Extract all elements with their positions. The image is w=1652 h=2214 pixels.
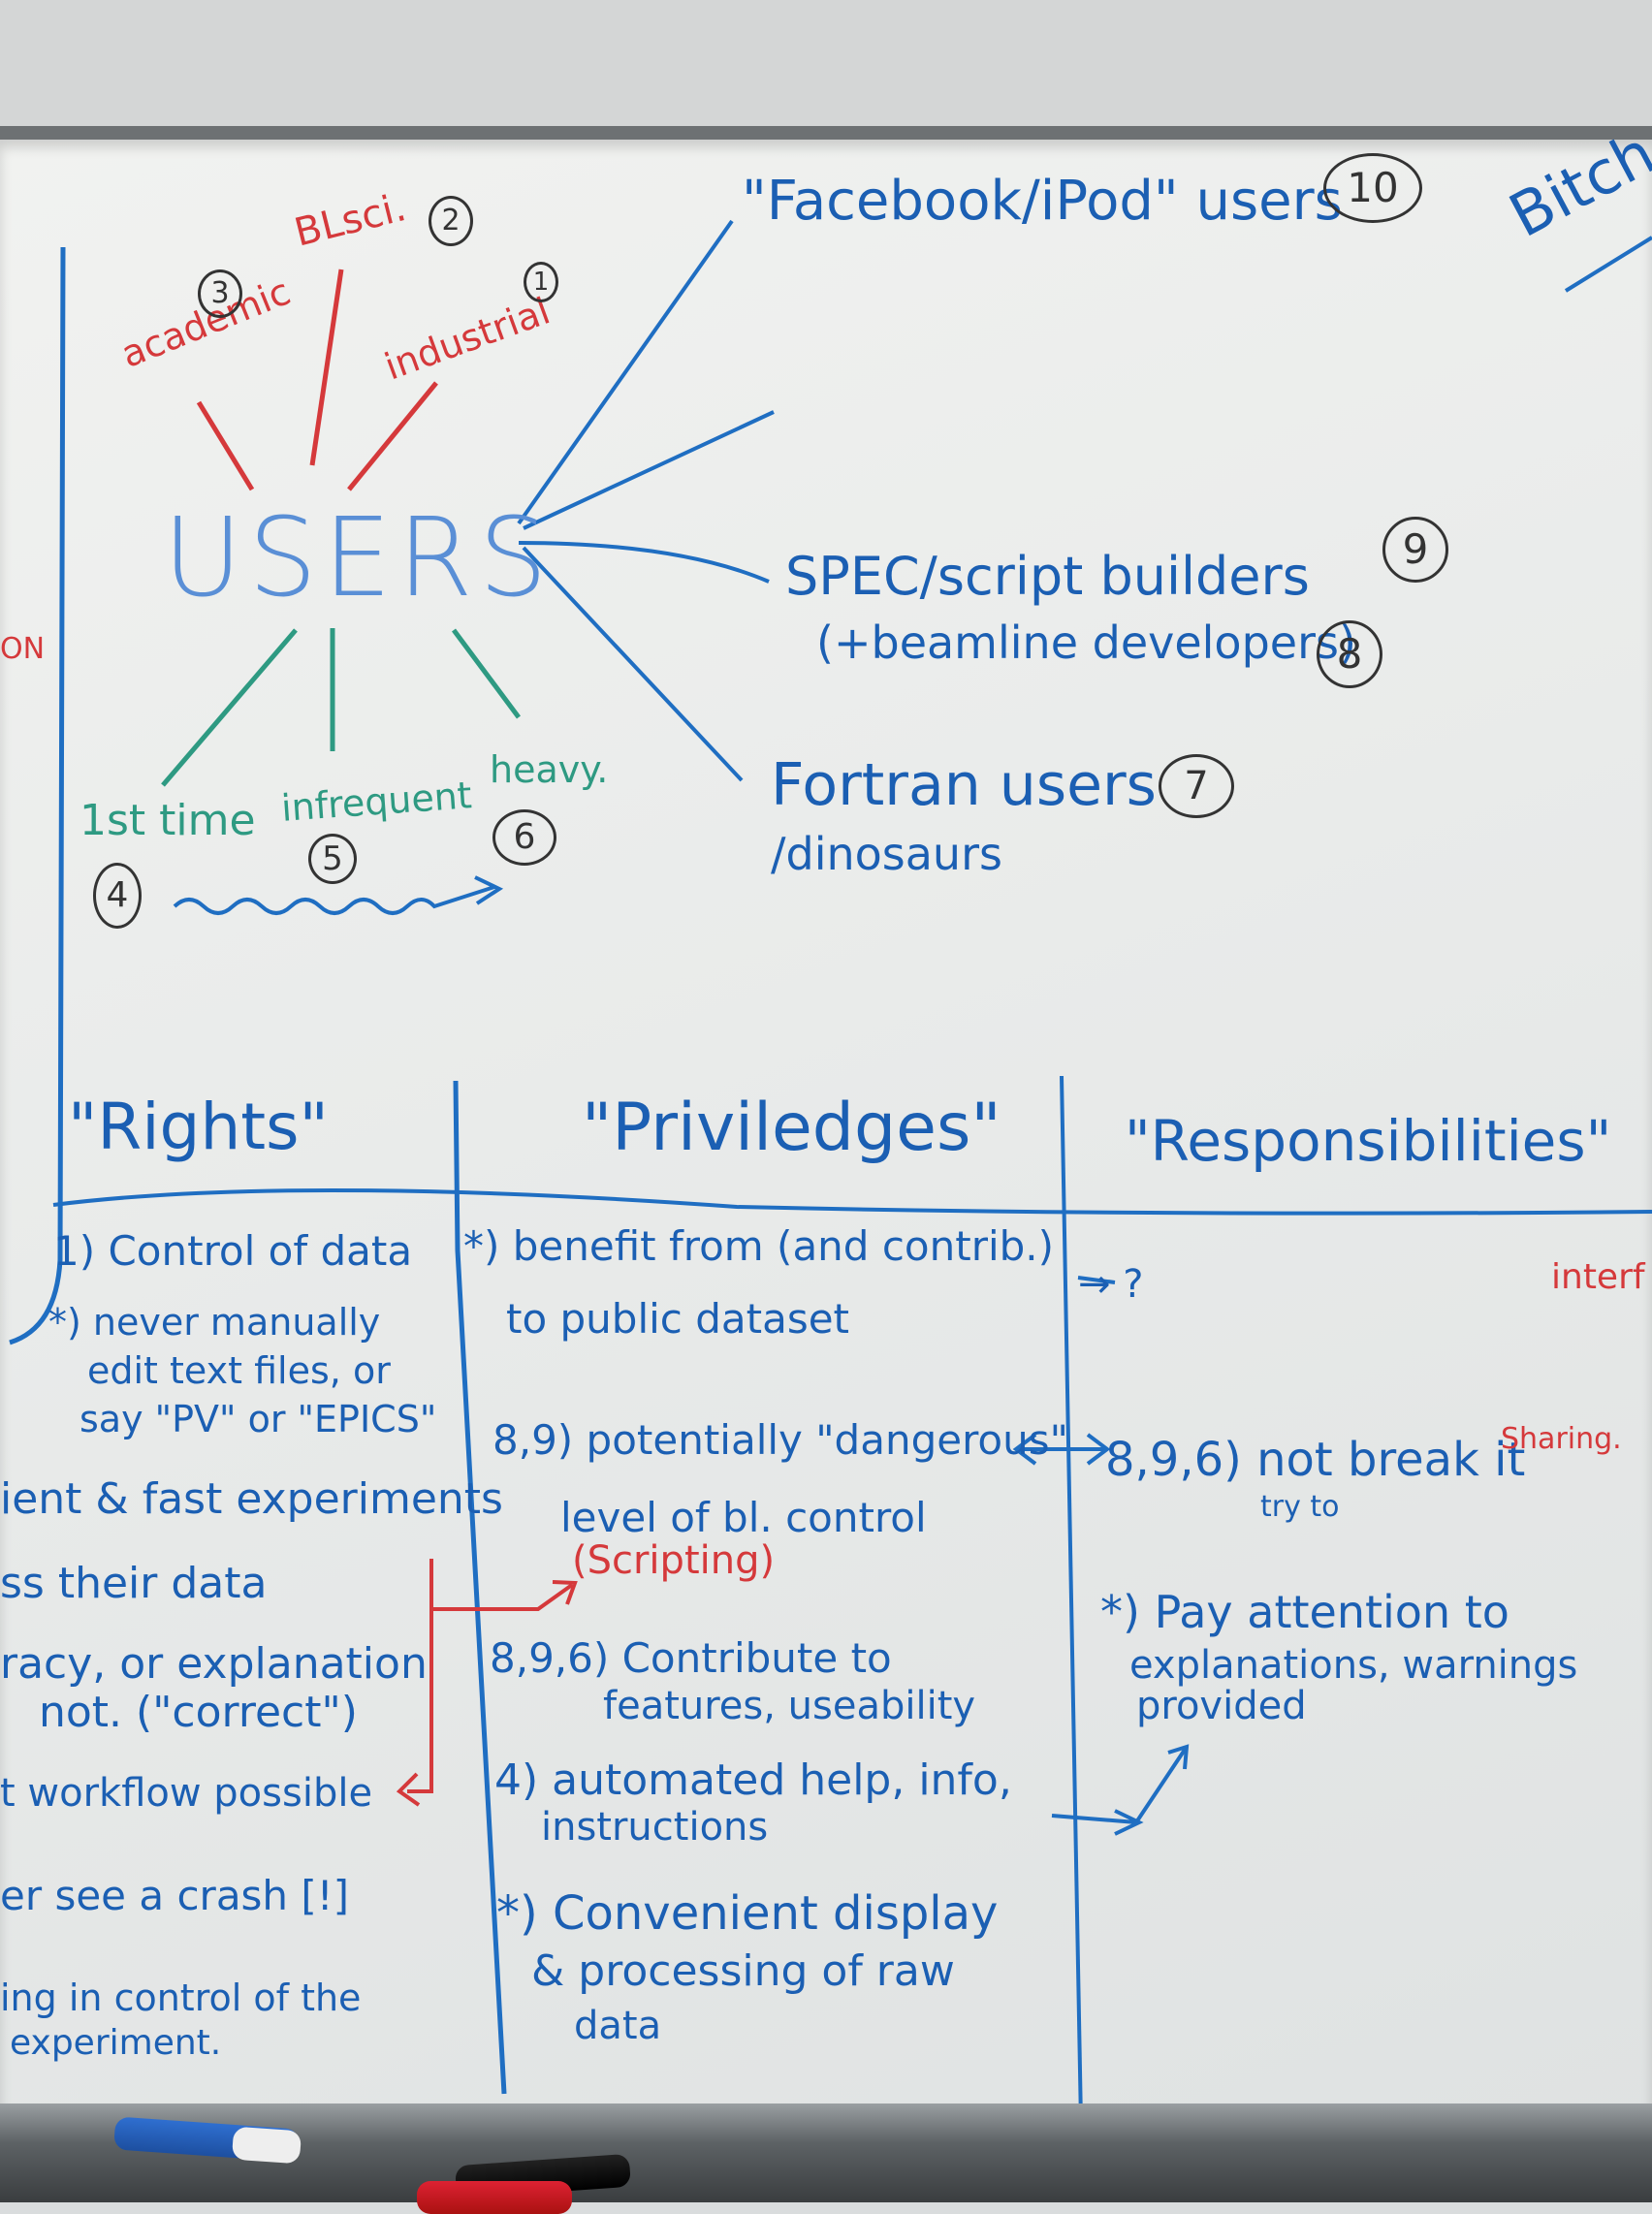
- green-spoke-first: [161, 628, 298, 787]
- rights-item-12: experiment.: [10, 2023, 222, 2063]
- privileges-item-9: *) Convenient display: [496, 1886, 999, 1941]
- red-spoke-industrial: [347, 381, 438, 491]
- blue-spoke-spec: [518, 541, 770, 584]
- header-rights: "Rights": [68, 1090, 329, 1164]
- rights-item-1: 1) Control of data: [53, 1227, 413, 1275]
- responsibilities-question: → ?: [1078, 1262, 1144, 1307]
- blue-label-spec: SPEC/script builders: [785, 546, 1310, 607]
- wavy-arrow: [173, 885, 495, 915]
- green-label-first-time: 1st time: [79, 796, 256, 845]
- header-responsibilities: "Responsibilities": [1125, 1108, 1612, 1174]
- whiteboard: [0, 126, 1652, 2136]
- blue-label-facebook: "Facebook/iPod" users: [742, 170, 1343, 233]
- circled-number-3: 3: [198, 269, 242, 318]
- responsibilities-item-4: provided: [1136, 1684, 1307, 1728]
- green-label-heavy: heavy.: [490, 748, 609, 791]
- blue-spoke-fortran: [522, 546, 744, 782]
- edge-text-interf: interf: [1551, 1257, 1645, 1297]
- blue-label-beamline: (+beamline developers): [816, 617, 1356, 669]
- rights-item-8: not. ("correct"): [39, 1688, 358, 1737]
- privileges-item-2: to public dataset: [506, 1295, 850, 1343]
- left-border-line: [9, 246, 66, 1345]
- privileges-item-scripting: (Scripting): [572, 1538, 776, 1583]
- side-label-left: ON: [0, 632, 46, 666]
- rights-item-11: ing in control of the: [0, 1977, 362, 2019]
- green-spoke-heavy: [451, 628, 522, 719]
- responsibilities-item-1: 8,9,6) not break it: [1105, 1433, 1526, 1487]
- red-marker: [417, 2181, 572, 2214]
- table-header-rule: [52, 1187, 1652, 1216]
- privileges-item-4: level of bl. control: [560, 1494, 927, 1541]
- privileges-item-8: instructions: [541, 1805, 769, 1850]
- circled-number-5: 5: [308, 834, 357, 884]
- circled-number-1: 1: [524, 262, 558, 302]
- privileges-item-6: features, useability: [603, 1684, 976, 1728]
- privileges-item-3: 8,9) potentially "dangerous": [492, 1416, 1068, 1464]
- blue-label-fortran: Fortran users: [771, 751, 1157, 819]
- circled-number-10: 10: [1323, 153, 1422, 223]
- responsibilities-try-to: try to: [1260, 1490, 1340, 1524]
- privileges-item-5: 8,9,6) Contribute to: [490, 1634, 892, 1682]
- circled-number-7: 7: [1159, 754, 1234, 818]
- rights-item-7: racy, or explanation: [0, 1639, 428, 1689]
- rights-item-10: er see a crash [!]: [0, 1872, 350, 1919]
- rights-item-2: *) never manually: [48, 1301, 381, 1344]
- rights-item-3: edit text files, or: [87, 1349, 391, 1392]
- responsibilities-item-3: explanations, warnings: [1129, 1643, 1578, 1688]
- red-arrow: [407, 1559, 574, 1793]
- rights-item-9: t workflow possible: [0, 1771, 373, 1816]
- help-arrow: [1051, 1748, 1187, 1824]
- responsibilities-sharing: Sharing.: [1501, 1422, 1622, 1456]
- privileges-item-1: *) benefit from (and contrib.): [463, 1222, 1055, 1270]
- column-divider-2: [1060, 1075, 1083, 2124]
- red-spoke-blsci: [309, 269, 344, 466]
- circled-number-2: 2: [429, 196, 473, 246]
- column-divider-1: [453, 1080, 507, 2095]
- privileges-item-11: data: [574, 2004, 662, 2048]
- circled-number-6: 6: [492, 809, 556, 866]
- blue-spoke-facebook: [517, 219, 734, 525]
- privileges-item-10: & processing of raw: [531, 1946, 955, 1996]
- circled-number-4: 4: [93, 863, 142, 929]
- rights-item-4: say "PV" or "EPICS": [79, 1398, 437, 1440]
- responsibilities-item-2: *) Pay attention to: [1100, 1586, 1509, 1638]
- blue-spoke-blank: [523, 410, 775, 530]
- users-center-label: USERS: [163, 495, 554, 621]
- blue-label-dinosaurs: /dinosaurs: [771, 828, 1002, 880]
- rights-item-5: ient & fast experiments: [0, 1474, 503, 1524]
- white-marker: [231, 2126, 302, 2165]
- header-privileges: "Priviledges": [582, 1090, 1001, 1166]
- contrib-arrow: [1077, 1276, 1116, 1284]
- rights-item-6: ss their data: [0, 1559, 268, 1608]
- red-spoke-academic: [196, 400, 255, 491]
- privileges-item-7: 4) automated help, info,: [494, 1755, 1012, 1805]
- circled-number-8: 8: [1317, 620, 1382, 688]
- circled-number-9: 9: [1382, 517, 1448, 583]
